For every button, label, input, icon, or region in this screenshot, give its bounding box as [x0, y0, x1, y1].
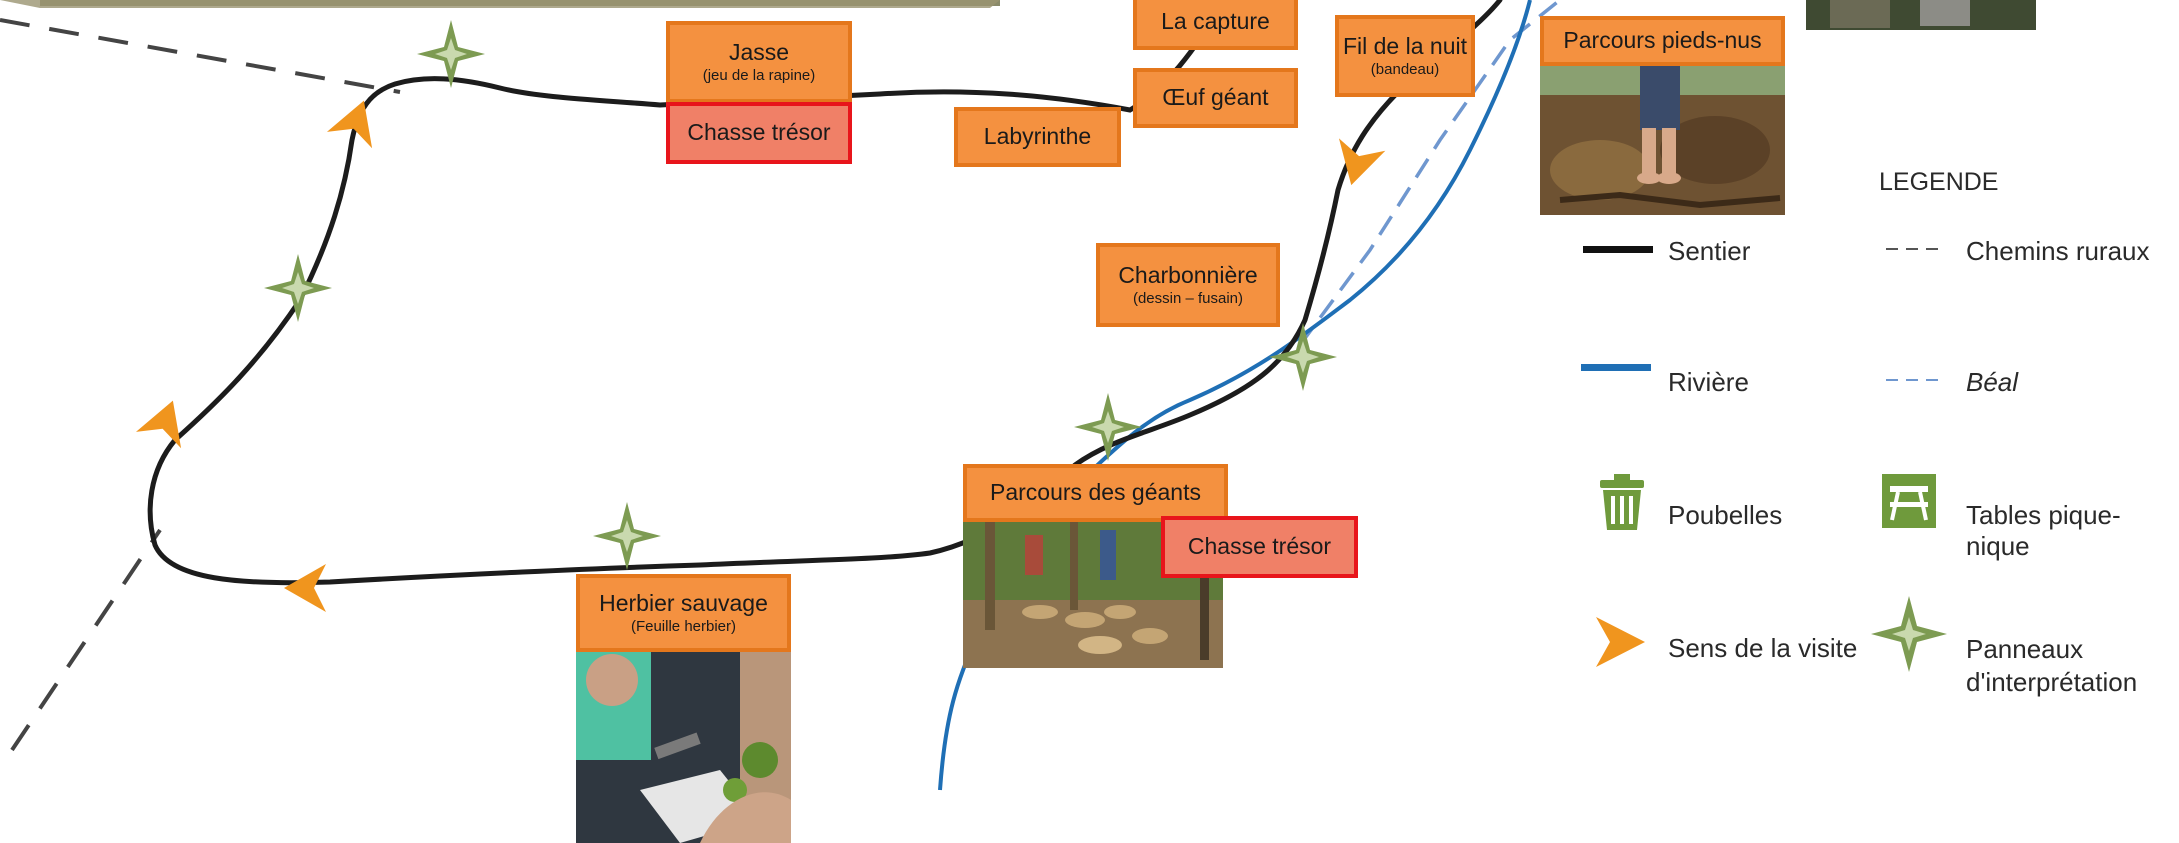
activity-title: Œuf géant [1162, 84, 1269, 111]
activity-oeuf-geant[interactable]: Œuf géant [1133, 68, 1298, 128]
activity-subtitle: (bandeau) [1370, 60, 1440, 78]
legend-label-trail: Sentier [1668, 236, 1751, 266]
activity-title: Labyrinthe [983, 123, 1092, 150]
activity-treasure-hunt-top[interactable]: Chasse trésor [666, 102, 852, 164]
activity-treasure-hunt-bottom[interactable]: Chasse trésor [1161, 516, 1358, 578]
activity-title: Jasse [728, 38, 790, 65]
activity-charbonniere[interactable]: Charbonnière (dessin – fusain) [1096, 243, 1280, 327]
legend-label-beal: Béal [1966, 367, 2019, 397]
activity-subtitle: (jeu de la rapine) [702, 66, 816, 84]
activity-title: Chasse trésor [1187, 533, 1332, 560]
rural-paths [0, 18, 401, 752]
photo-wild-herbarium [576, 647, 791, 843]
activity-parcours-pieds-nus[interactable]: Parcours pieds-nus [1540, 16, 1785, 66]
legend-label-bins: Poubelles [1668, 500, 1783, 530]
activity-title: Herbier sauvage [599, 589, 768, 616]
legend-label-rural-paths: Chemins ruraux [1966, 236, 2150, 266]
activity-title: La capture [1161, 8, 1270, 35]
activity-fil-de-la-nuit[interactable]: Fil de la nuit (bandeau) [1335, 15, 1475, 97]
beal-canal [1298, 0, 1562, 347]
activity-title: Charbonnière [1118, 261, 1258, 288]
legend-label-visit-direction: Sens de la visite [1668, 633, 1858, 663]
legend-label-panels-line2: d'interprétation [1966, 667, 2138, 697]
activity-parcours-des-geants[interactable]: Parcours des géants [963, 464, 1228, 522]
activity-labyrinthe[interactable]: Labyrinthe [954, 107, 1121, 167]
activity-title: Fil de la nuit [1342, 32, 1467, 59]
legend-symbols [1581, 246, 1947, 672]
photo-barefoot-path [1540, 60, 1785, 215]
activity-subtitle: (dessin – fusain) [1132, 289, 1244, 307]
activity-jasse[interactable]: Jasse (jeu de la rapine) [666, 21, 852, 103]
legend-label-panels: Panneaux [1966, 634, 2084, 664]
legend-label-river: Rivière [1668, 367, 1749, 397]
activity-title: Parcours des géants [990, 479, 1201, 506]
activity-title: Parcours pieds-nus [1563, 27, 1762, 54]
legend-label-picnic-tables: Tables pique-nique [1966, 500, 2121, 561]
activity-subtitle: (Feuille herbier) [630, 617, 737, 635]
activity-herbier-sauvage[interactable]: Herbier sauvage (Feuille herbier) [576, 574, 791, 652]
legend-title: LEGENDE [1879, 168, 1999, 196]
activity-title: Chasse trésor [687, 119, 831, 146]
activity-la-capture[interactable]: La capture [1133, 0, 1298, 50]
